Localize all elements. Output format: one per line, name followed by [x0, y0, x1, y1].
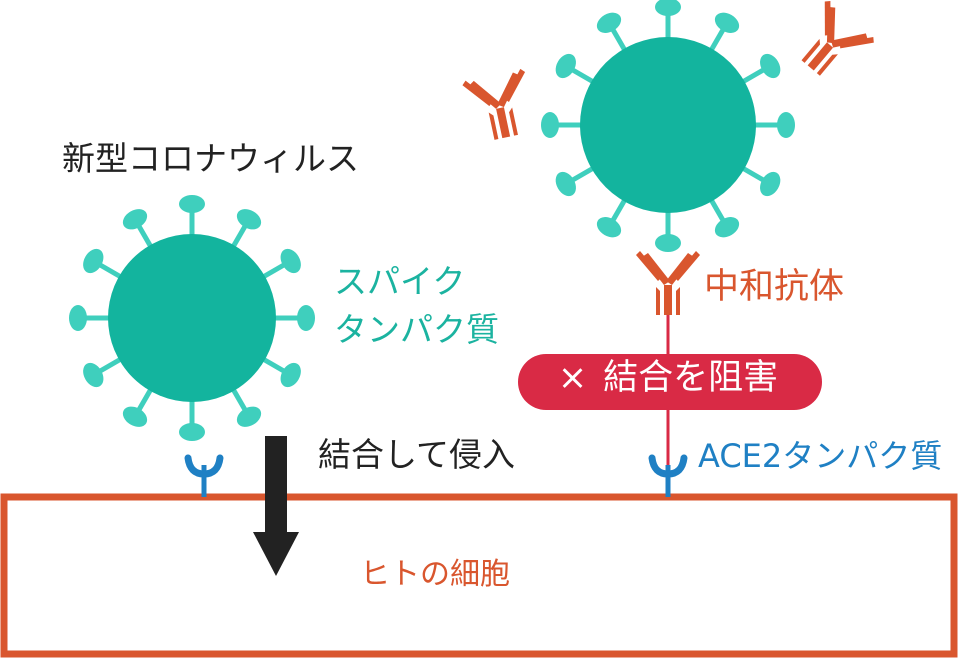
- spike-label-line1: スパイク: [334, 262, 466, 301]
- spike-protein-label: スパイク タンパク質: [334, 258, 499, 354]
- ace2-receptor-left: [184, 454, 224, 497]
- bind-invade-label: 結合して侵入: [318, 435, 516, 474]
- invade-arrow: [253, 436, 299, 576]
- spike-label-line2: タンパク質: [334, 310, 499, 349]
- virus-left: [108, 234, 276, 402]
- ace2-receptor-right: [648, 454, 688, 497]
- block-binding-label: × 結合を阻害: [530, 361, 806, 396]
- virus-left-spikes: [69, 195, 315, 441]
- human-cell-label: ヒトの細胞: [360, 557, 510, 592]
- neutralizing-antibody-label: 中和抗体: [704, 267, 845, 307]
- antibody-free-right: [801, 0, 874, 76]
- human-cell: [0, 493, 958, 658]
- virus-right-spikes: [541, 0, 795, 252]
- ace2-protein-label: ACE2タンパク質: [698, 437, 943, 475]
- antibody-free-left: [462, 68, 526, 140]
- antibody-bound: [636, 251, 700, 315]
- virus-right: [580, 37, 756, 213]
- block-pill: [518, 354, 822, 410]
- block-text: 結合を阻害: [603, 358, 779, 398]
- block-x-mark: ×: [557, 358, 588, 398]
- virus-title: 新型コロナウィルス: [62, 139, 359, 178]
